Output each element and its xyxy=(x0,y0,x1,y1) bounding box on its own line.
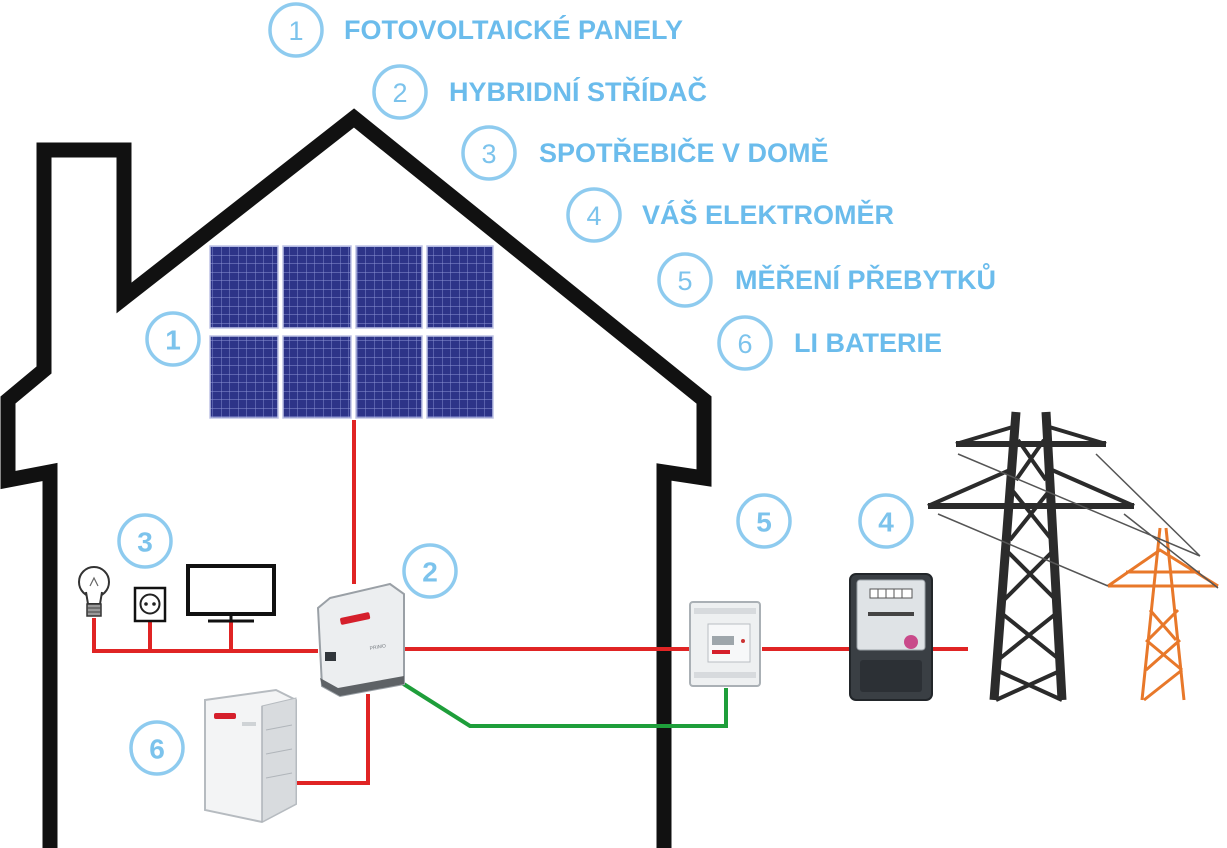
light-bulb-icon xyxy=(78,566,110,617)
badge-inverter: 2 xyxy=(402,543,458,599)
legend-item-5: 5 MĚŘENÍ PŘEBYTKŮ xyxy=(657,252,996,308)
badge-number: 6 xyxy=(149,734,165,765)
badge-number: 5 xyxy=(756,507,772,538)
legend-label: VÁŠ ELEKTROMĚR xyxy=(642,199,894,230)
badge-number: 3 xyxy=(137,527,153,558)
legend-number: 1 xyxy=(288,16,303,46)
legend-item-3: 3 SPOTŘEBIČE V DOMĚ xyxy=(461,125,829,181)
smart-meter-icon xyxy=(689,601,761,687)
badge-number: 4 xyxy=(878,507,894,538)
power-pylon-icon xyxy=(927,411,1219,702)
legend-label: FOTOVOLTAICKÉ PANELY xyxy=(344,14,683,45)
legend-label: MĚŘENÍ PŘEBYTKŮ xyxy=(735,262,996,295)
badge-appliances: 3 xyxy=(117,513,173,569)
legend-number: 3 xyxy=(481,139,496,169)
electricity-meter-icon xyxy=(849,573,933,701)
badge-panels: 1 xyxy=(145,311,201,367)
communication-wire xyxy=(400,681,728,728)
legend-label: SPOTŘEBIČE V DOMĚ xyxy=(539,137,829,168)
legend-number: 4 xyxy=(586,201,601,231)
badge-number: 2 xyxy=(422,557,438,588)
legend-item-6: 6 LI BATERIE xyxy=(717,315,942,371)
solar-panel-icon xyxy=(209,245,279,329)
badge-number: 1 xyxy=(165,325,181,356)
inverter-icon: PRIMO xyxy=(316,582,405,698)
legend-item-2: 2 HYBRIDNÍ STŘÍDAČ xyxy=(372,64,707,120)
solar-panel-icon xyxy=(426,245,494,329)
tv-icon xyxy=(186,564,276,623)
inverter-to-battery-wire xyxy=(296,694,370,785)
power-pylon-icon xyxy=(1107,527,1219,702)
wiring xyxy=(92,420,968,785)
legend-label: HYBRIDNÍ STŘÍDAČ xyxy=(449,76,707,107)
badge-surplus: 5 xyxy=(736,493,792,549)
solar-panel-icon xyxy=(209,335,279,419)
legend-item-1: 1 FOTOVOLTAICKÉ PANELY xyxy=(268,2,683,58)
solar-panel-icon xyxy=(282,335,352,419)
badge-meter: 4 xyxy=(858,493,914,549)
badge-battery: 6 xyxy=(129,720,185,776)
solar-panel-icon xyxy=(426,335,494,419)
solar-panel-icon xyxy=(355,335,423,419)
solar-panel-icon xyxy=(355,245,423,329)
power-socket-icon xyxy=(133,586,167,623)
legend-item-4: 4 VÁŠ ELEKTROMĚR xyxy=(566,187,894,243)
house-outline xyxy=(0,108,712,848)
legend-number: 6 xyxy=(737,329,752,359)
legend-label: LI BATERIE xyxy=(794,328,942,358)
legend-number: 5 xyxy=(677,266,692,296)
legend-number: 2 xyxy=(392,78,407,108)
solar-panel-icon xyxy=(282,245,352,329)
solar-panel-array xyxy=(209,245,494,419)
appliance-bus-wire xyxy=(92,618,318,653)
svg-text:PRIMO: PRIMO xyxy=(369,643,386,652)
battery-icon xyxy=(204,688,297,824)
legend: 1 FOTOVOLTAICKÉ PANELY 2 HYBRIDNÍ STŘÍDA… xyxy=(268,2,996,371)
